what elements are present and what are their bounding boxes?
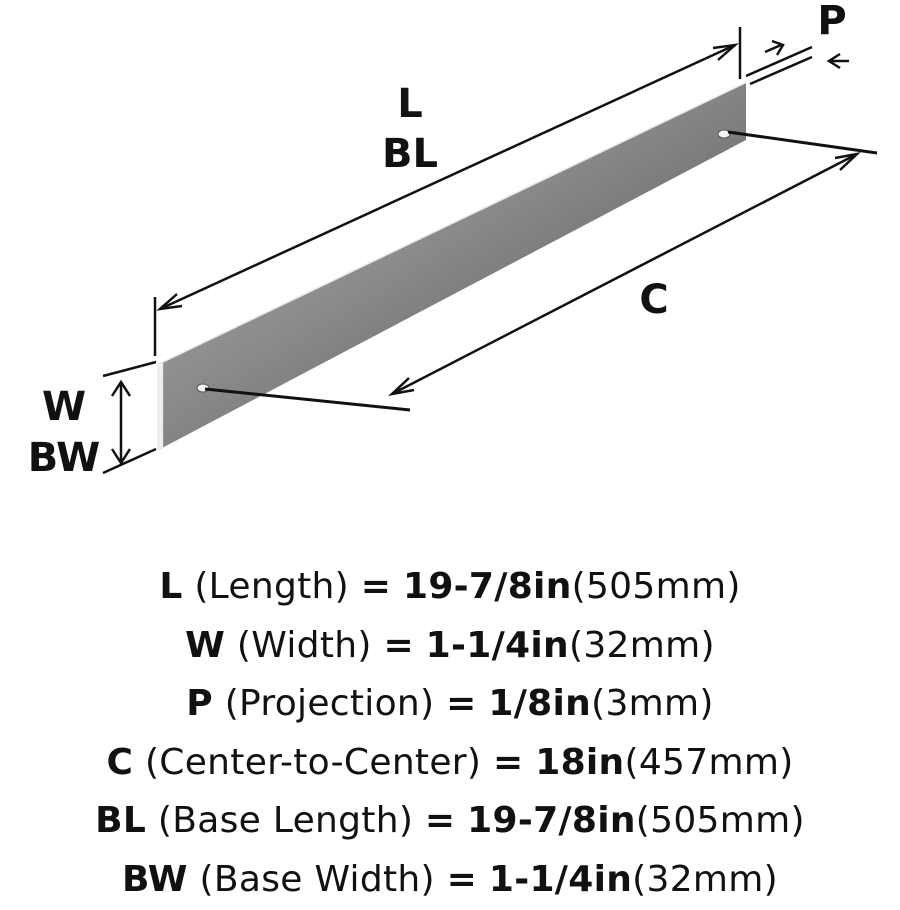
- spec-imperial-value: 1/8in: [488, 683, 592, 725]
- projection-line-a: [745, 45, 813, 78]
- spec-name: (Length): [194, 566, 349, 607]
- width-arrow-bottom: [110, 448, 132, 466]
- spec-row-base-length: BL (Base Length) = 19-7/8in(505mm): [0, 792, 900, 851]
- spec-letter: W: [185, 624, 226, 666]
- spec-metric-value: (32mm): [632, 858, 779, 900]
- label-base-length: BL: [382, 131, 438, 177]
- spec-metric-value: (3mm): [591, 683, 714, 725]
- spec-name: (Base Width): [199, 858, 435, 900]
- spec-name: (Width): [236, 624, 372, 666]
- bar-end-face: [157, 361, 164, 451]
- spec-letter: L: [159, 566, 183, 607]
- spec-imperial-value: 18in: [535, 741, 625, 783]
- spec-imperial-value: 19-7/8in: [467, 800, 636, 842]
- width-arrow-top: [110, 379, 132, 397]
- length-arrow-left: [156, 293, 183, 311]
- projection-line-b: [749, 55, 813, 86]
- right-hole-extension-line: [727, 130, 878, 155]
- spec-equals: =: [493, 741, 524, 783]
- label-length: L: [397, 81, 423, 127]
- spec-equals: =: [360, 566, 392, 607]
- spec-name: (Center-to-Center): [144, 741, 482, 783]
- width-tick-bottom: [102, 447, 157, 475]
- dimension-diagram: L BL P C W BW: [28, 0, 878, 481]
- left-hole-extension-line: [204, 387, 411, 412]
- spec-imperial-value: 1-1/4in: [425, 624, 569, 666]
- label-base-width: BW: [28, 435, 100, 481]
- spec-letter: C: [106, 741, 134, 783]
- spec-metric-value: (32mm): [568, 624, 715, 666]
- spec-row-width: W (Width) = 1-1/4in(32mm): [0, 617, 900, 676]
- spec-letter: BL: [95, 800, 147, 842]
- bar-top-edge: [162, 82, 746, 363]
- dimension-spec-list: L (Length) = 19-7/8in(505mm) W (Width) =…: [0, 558, 900, 910]
- label-width: W: [42, 384, 86, 430]
- length-arrow-right: [712, 43, 739, 61]
- spec-letter: BW: [121, 858, 188, 900]
- pull-bar: [162, 83, 746, 448]
- spec-equals: =: [446, 858, 478, 900]
- spec-name: (Projection): [224, 683, 435, 725]
- length-dimension-line: [159, 43, 736, 311]
- spec-metric-value: (505mm): [571, 566, 741, 607]
- spec-row-base-width: BW (Base Width) = 1-1/4in(32mm): [0, 851, 900, 910]
- spec-row-center-to-center: C (Center-to-Center) = 18in(457mm): [0, 734, 900, 793]
- projection-arrow-in-shaft: [764, 43, 782, 54]
- center-arrow-left: [388, 377, 415, 396]
- spec-letter: P: [186, 683, 213, 725]
- spec-name: (Base Length): [157, 800, 414, 842]
- spec-imperial-value: 19-7/8in: [402, 566, 572, 607]
- spec-row-projection: P (Projection) = 1/8in(3mm): [0, 675, 900, 734]
- spec-metric-value: (505mm): [635, 800, 805, 842]
- right-mounting-hole: [717, 129, 731, 139]
- center-arrow-right: [834, 152, 861, 171]
- projection-arrow-out-head: [826, 52, 841, 70]
- label-projection: P: [817, 0, 846, 44]
- spec-equals: =: [424, 800, 456, 842]
- projection-arrow-in-head: [771, 39, 785, 56]
- width-tick-top: [102, 360, 157, 378]
- spec-row-length: L (Length) = 19-7/8in(505mm): [0, 558, 900, 617]
- spec-imperial-value: 1-1/4in: [488, 858, 633, 900]
- spec-equals: =: [383, 624, 414, 666]
- spec-metric-value: (457mm): [624, 741, 794, 783]
- label-center-to-center: C: [639, 277, 668, 323]
- center-dimension-line: [391, 152, 858, 396]
- spec-equals: =: [446, 683, 477, 725]
